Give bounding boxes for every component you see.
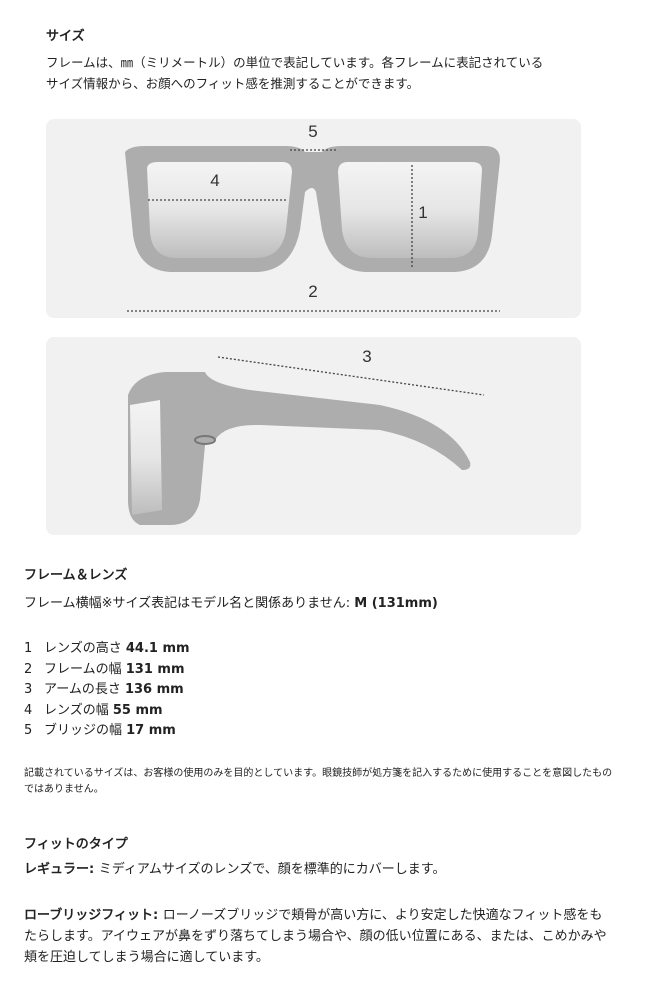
label-4: 4	[210, 171, 219, 190]
measurement-value: 136 mm	[124, 682, 184, 697]
note-line: ではありません。	[24, 784, 104, 795]
measurement-label: アームの長さ	[44, 682, 125, 697]
measurement-value: 44.1 mm	[125, 641, 190, 656]
size-heading: サイズ	[46, 29, 85, 44]
measurement-number: 1	[24, 641, 33, 656]
measurement-number: 3	[24, 682, 33, 697]
low-bridge-label: ローブリッジフィット:	[24, 908, 163, 923]
label-1: 1	[418, 203, 427, 222]
desc-line: フレームは、㎜（ミリメートル）の単位で表記しています。各フレームに表記されている	[46, 55, 544, 70]
size-note: 記載されているサイズは、お客様の使用のみを目的としています。眼鏡技師が処方箋を記…	[24, 766, 612, 798]
side-view-diagram: 3	[46, 337, 581, 535]
measurement-label: フレームの幅	[44, 661, 126, 677]
low-bridge-text: ローノーズブリッジで頬骨が高い方に、より安定した快適なフィット感をも	[162, 908, 603, 923]
left-lens	[147, 162, 292, 258]
frame-size-value: M (131mm)	[354, 596, 438, 611]
measurement-item: 4 レンズの幅 55 mm	[24, 701, 190, 722]
fit-regular: レギュラー: ミディアムサイズのレンズで、顔を標準的にカバーします。	[24, 859, 445, 880]
measurement-number: 5	[24, 723, 33, 738]
measurement-item: 3 アームの長さ 136 mm	[24, 680, 190, 701]
measurement-label: レンズの高さ	[44, 641, 126, 656]
note-line: 記載されているサイズは、お客様の使用のみを目的としています。眼鏡技師が処方箋を記…	[24, 768, 613, 779]
right-lens	[338, 162, 482, 258]
measurement-number: 2	[24, 661, 33, 677]
frame-lens-heading: フレーム＆レンズ	[24, 568, 128, 583]
regular-text: ミディアムサイズのレンズで、顔を標準的にカバーします。	[98, 862, 446, 877]
measurement-number: 4	[24, 702, 33, 718]
frame-side	[128, 372, 471, 525]
frame-size: フレーム横幅※サイズ表記はモデル名と関係ありません: M (131mm)	[24, 593, 438, 614]
measurement-label: ブリッジの幅	[44, 723, 127, 738]
frame-size-label: フレーム横幅※サイズ表記はモデル名と関係ありません:	[24, 596, 355, 611]
size-description: フレームは、㎜（ミリメートル）の単位で表記しています。各フレームに表記されている…	[46, 52, 543, 94]
fit-heading: フィットのタイプ	[24, 837, 128, 852]
label-3: 3	[362, 347, 371, 366]
fit-low-bridge: ローブリッジフィット: ローノーズブリッジで頬骨が高い方に、より安定した快適なフ…	[24, 905, 607, 968]
measurement-list: 1 レンズの高さ 44.1 mm 2 フレームの幅 131 mm 3 アームの長さ 136…	[24, 639, 190, 742]
measurement-item: 1 レンズの高さ 44.1 mm	[24, 639, 190, 660]
measurement-label: レンズの幅	[44, 702, 113, 718]
measurement-value: 17 mm	[126, 723, 176, 738]
desc-line: サイズ情報から、お顔へのフィット感を推測することができます。	[46, 76, 420, 91]
logo-icon	[194, 435, 216, 445]
label-5: 5	[308, 122, 317, 141]
measurement-value: 131 mm	[125, 661, 185, 677]
low-bridge-text: たらします。アイウェアが鼻をずり落ちてしまう場合や、顔の低い位置にある、または、…	[24, 929, 607, 944]
measurement-item: 2 フレームの幅 131 mm	[24, 660, 190, 681]
regular-label: レギュラー:	[24, 862, 99, 877]
measurement-value: 55 mm	[112, 702, 163, 718]
low-bridge-text: 頬を圧迫してしまう場合に適しています。	[24, 950, 269, 965]
front-view-diagram: 5 4 1 2	[46, 119, 581, 396]
side-lens	[130, 400, 162, 515]
label-2: 2	[308, 282, 317, 301]
measurement-item: 5 ブリッジの幅 17 mm	[24, 721, 190, 742]
